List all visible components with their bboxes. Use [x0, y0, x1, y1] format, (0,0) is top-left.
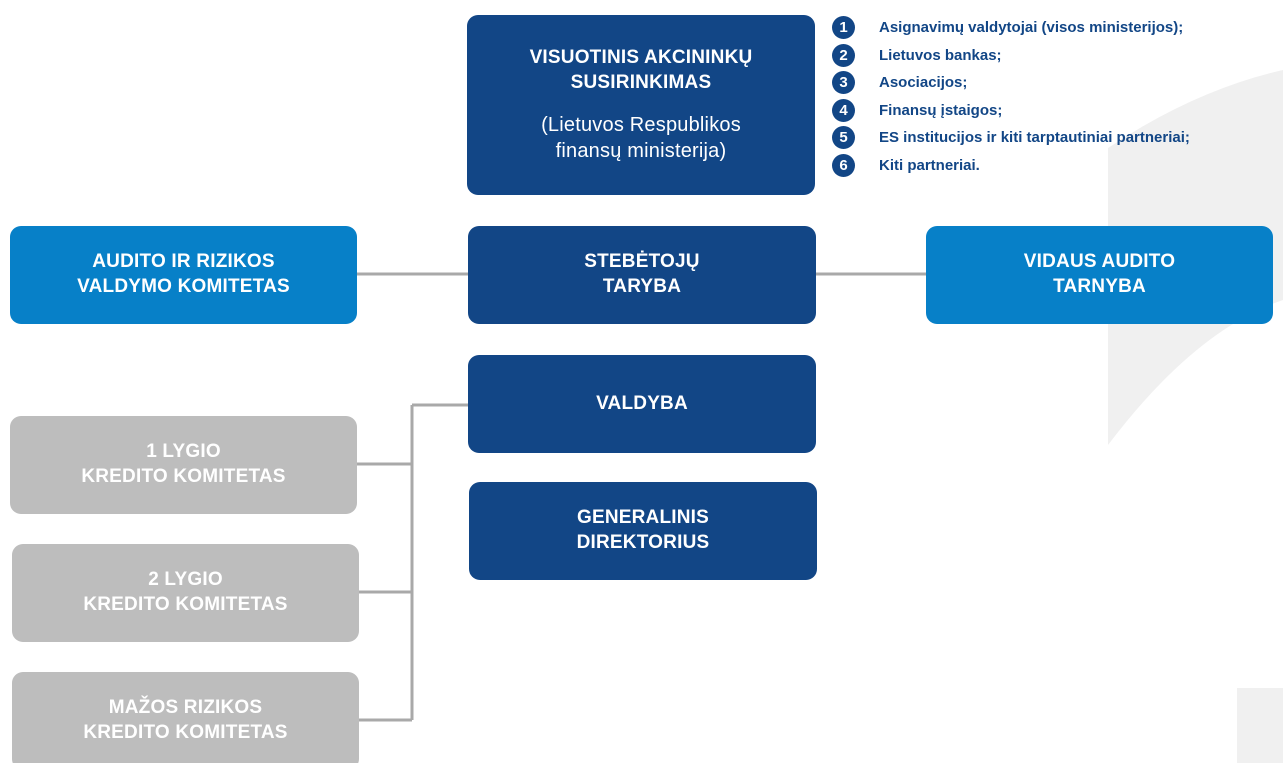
shareholders-meeting-sub-line1: (Lietuvos Respublikos — [541, 113, 741, 136]
board-label: VALDYBA — [596, 392, 688, 414]
legend-number-badge: 3 — [832, 71, 855, 95]
low-risk-credit-committee-line2: KREDITO KOMITETAS — [83, 722, 288, 743]
legend-item-text: ES institucijos ir kiti tarptautiniai pa… — [879, 129, 1190, 147]
credit-committee-level-1-line2: KREDITO KOMITETAS — [81, 466, 286, 487]
ceo-box: GENERALINIS DIREKTORIUS — [469, 482, 817, 580]
legend-item: 6 Kiti partneriai. — [832, 152, 1282, 180]
shareholders-meeting-sub-line2: finansų ministerija) — [555, 139, 727, 162]
internal-audit-line1: VIDAUS AUDITO — [1023, 251, 1176, 273]
legend-item: 1 Asignavimų valdytojai (visos ministeri… — [832, 14, 1282, 42]
shareholder-legend: 1 Asignavimų valdytojai (visos ministeri… — [832, 14, 1282, 179]
audit-risk-committee-line2: VALDYMO KOMITETAS — [77, 276, 290, 297]
supervisory-board-line1: STEBĖTOJŲ — [584, 251, 700, 273]
credit-committee-level-2-box: 2 LYGIO KREDITO KOMITETAS — [12, 544, 359, 642]
low-risk-credit-committee-line1: MAŽOS RIZIKOS — [108, 697, 263, 719]
legend-item-text: Lietuvos bankas; — [879, 46, 1002, 64]
ceo-line2: DIREKTORIUS — [576, 532, 710, 553]
shareholders-meeting-sub: (Lietuvos Respublikos finansų ministerij… — [541, 112, 741, 164]
shareholders-meeting-box: VISUOTINIS AKCININKŲ SUSIRINKIMAS (Lietu… — [467, 15, 815, 195]
low-risk-credit-committee-box: MAŽOS RIZIKOS KREDITO KOMITETAS — [12, 672, 359, 763]
audit-risk-committee-line1: AUDITO IR RIZIKOS — [92, 251, 275, 273]
supervisory-board-box: STEBĖTOJŲ TARYBA — [468, 226, 816, 324]
legend-item-text: Asociacijos; — [879, 74, 968, 92]
legend-number-badge: 2 — [832, 43, 855, 67]
legend-item-text: Asignavimų valdytojai (visos ministerijo… — [879, 19, 1184, 37]
ceo-line1: GENERALINIS — [576, 507, 710, 529]
legend-number-badge: 6 — [832, 153, 855, 177]
credit-committee-level-1-box: 1 LYGIO KREDITO KOMITETAS — [10, 416, 357, 514]
internal-audit-box: VIDAUS AUDITO TARNYBA — [926, 226, 1273, 324]
legend-item-text: Kiti partneriai. — [879, 156, 980, 174]
shareholders-meeting-title-line2: SUSIRINKIMAS — [570, 72, 712, 93]
legend-number-badge: 4 — [832, 98, 855, 122]
credit-committee-level-2-line1: 2 LYGIO — [148, 569, 223, 591]
legend-item: 4 Finansų įstaigos; — [832, 97, 1282, 125]
legend-item: 5 ES institucijos ir kiti tarptautiniai … — [832, 124, 1282, 152]
supervisory-board-line2: TARYBA — [602, 276, 682, 297]
credit-committee-level-2-line2: KREDITO KOMITETAS — [83, 594, 288, 615]
legend-item: 3 Asociacijos; — [832, 69, 1282, 97]
legend-item-text: Finansų įstaigos; — [879, 101, 1003, 119]
legend-number-badge: 5 — [832, 126, 855, 150]
credit-committee-level-1-line1: 1 LYGIO — [146, 441, 221, 463]
legend-number-badge: 1 — [832, 16, 855, 40]
internal-audit-line2: TARNYBA — [1053, 276, 1146, 297]
shareholders-meeting-title-line1: VISUOTINIS AKCININKŲ — [529, 47, 753, 69]
audit-risk-committee-box: AUDITO IR RIZIKOS VALDYMO KOMITETAS — [10, 226, 357, 324]
board-box: VALDYBA — [468, 355, 816, 453]
legend-item: 2 Lietuvos bankas; — [832, 42, 1282, 70]
